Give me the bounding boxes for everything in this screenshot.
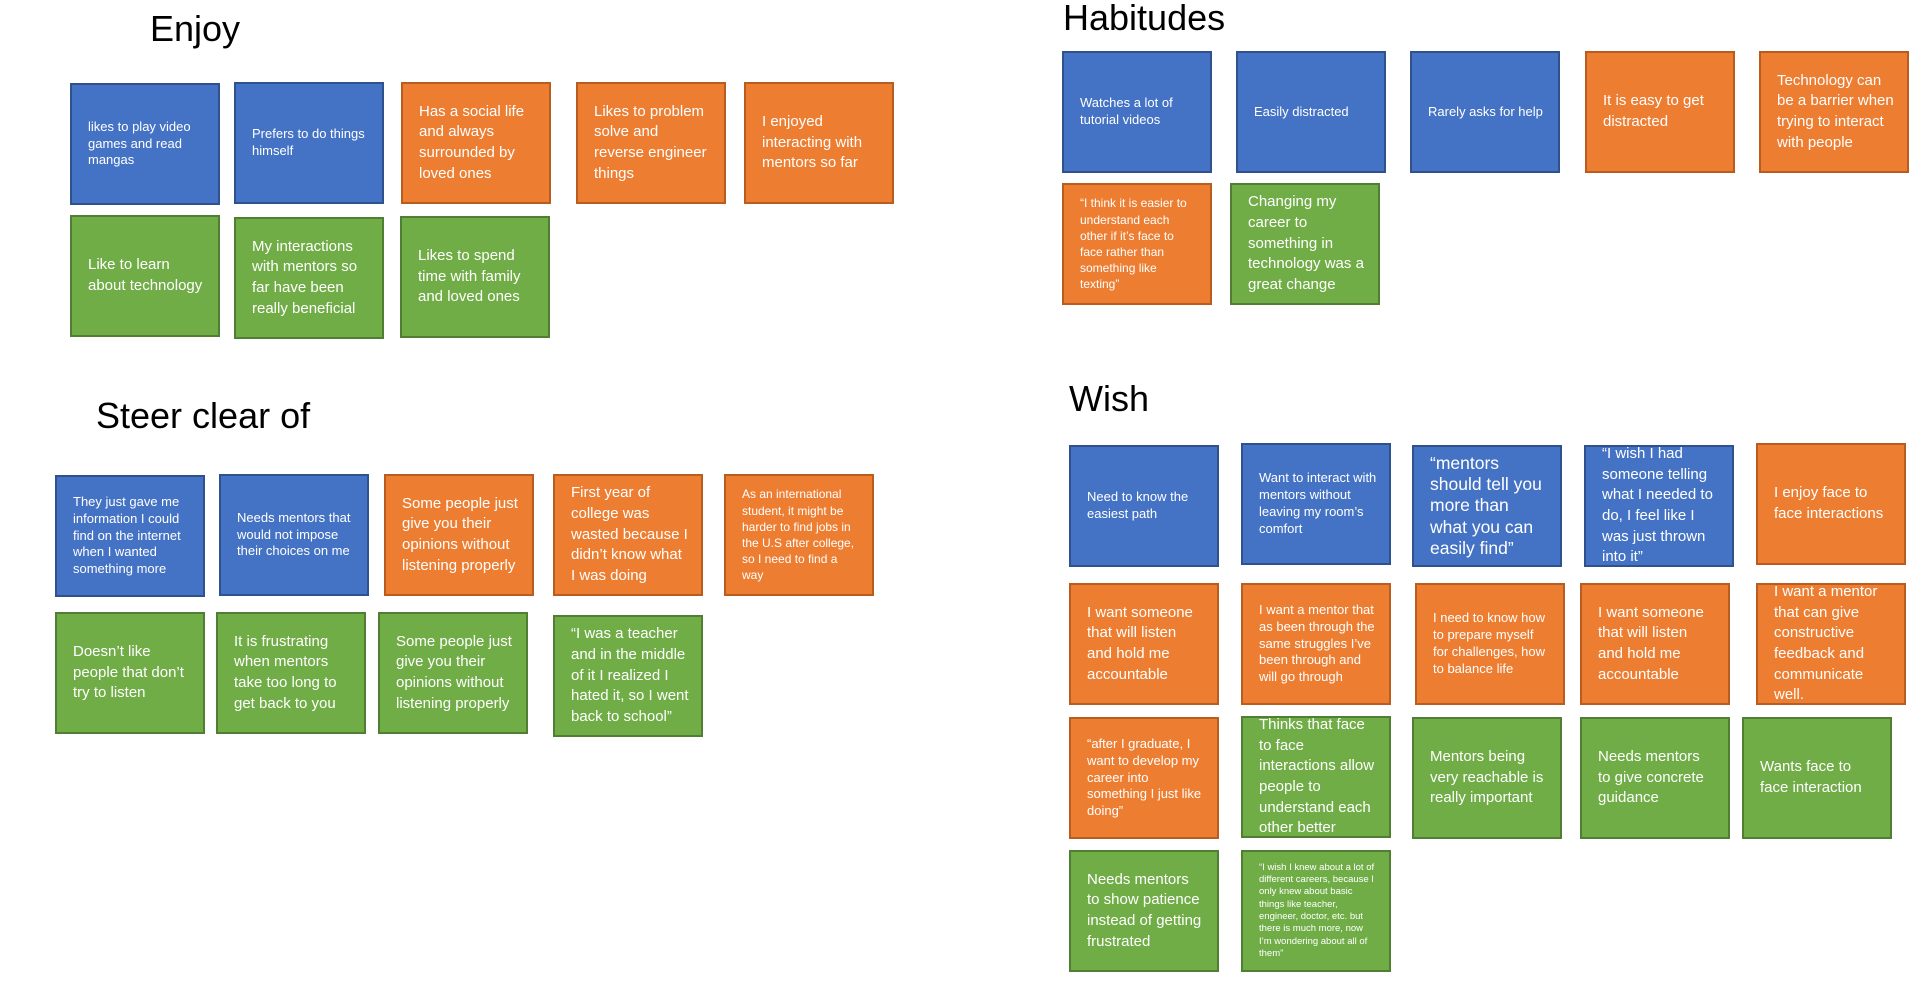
sticky-note[interactable]: Technology can be a barrier when trying …	[1759, 51, 1909, 173]
sticky-note[interactable]: I want a mentor that can give constructi…	[1756, 583, 1906, 705]
section-title-enjoy: Enjoy	[150, 8, 241, 49]
sticky-note[interactable]: My interactions with mentors so far have…	[234, 217, 384, 339]
sticky-note[interactable]: First year of college was wasted because…	[553, 474, 703, 596]
sticky-note[interactable]: Needs mentors to show patience instead o…	[1069, 850, 1219, 972]
sticky-note[interactable]: They just gave me information I could fi…	[55, 475, 205, 597]
sticky-note[interactable]: I want a mentor that as been through the…	[1241, 583, 1391, 705]
sticky-note[interactable]: Watches a lot of tutorial videos	[1062, 51, 1212, 173]
sticky-note[interactable]: likes to play video games and read manga…	[70, 83, 220, 205]
sticky-note[interactable]: Prefers to do things himself	[234, 82, 384, 204]
sticky-note[interactable]: Need to know the easiest path	[1069, 445, 1219, 567]
sticky-note[interactable]: Changing my career to something in techn…	[1230, 183, 1380, 305]
sticky-note[interactable]: “after I graduate, I want to develop my …	[1069, 717, 1219, 839]
section-title-wish: Wish	[1069, 378, 1149, 419]
sticky-note[interactable]: I want someone that will listen and hold…	[1069, 583, 1219, 705]
sticky-note[interactable]: It is easy to get distracted	[1585, 51, 1735, 173]
sticky-note[interactable]: It is frustrating when mentors take too …	[216, 612, 366, 734]
sticky-note[interactable]: “I wish I had someone telling what I nee…	[1584, 445, 1734, 567]
sticky-note[interactable]: I enjoy face to face interactions	[1756, 443, 1906, 565]
sticky-note[interactable]: Want to interact with mentors without le…	[1241, 443, 1391, 565]
sticky-note[interactable]: Has a social life and always surrounded …	[401, 82, 551, 204]
sticky-note[interactable]: “I wish I knew about a lot of different …	[1241, 850, 1391, 972]
sticky-note[interactable]: Rarely asks for help	[1410, 51, 1560, 173]
sticky-note[interactable]: I need to know how to prepare myself for…	[1415, 583, 1565, 705]
sticky-note[interactable]: “I think it is easier to understand each…	[1062, 183, 1212, 305]
section-title-steer-clear: Steer clear of	[96, 395, 311, 436]
sticky-note[interactable]: Mentors being very reachable is really i…	[1412, 717, 1562, 839]
sticky-note[interactable]: Easily distracted	[1236, 51, 1386, 173]
sticky-note[interactable]: Thinks that face to face interactions al…	[1241, 716, 1391, 838]
sticky-note[interactable]: Like to learn about technology	[70, 215, 220, 337]
sticky-note[interactable]: Likes to problem solve and reverse engin…	[576, 82, 726, 204]
sticky-note[interactable]: Needs mentors that would not impose thei…	[219, 474, 369, 596]
sticky-note[interactable]: Needs mentors to give concrete guidance	[1580, 717, 1730, 839]
sticky-note[interactable]: Some people just give you their opinions…	[384, 474, 534, 596]
sticky-note[interactable]: “I was a teacher and in the middle of it…	[553, 615, 703, 737]
sticky-note[interactable]: As an international student, it might be…	[724, 474, 874, 596]
sticky-note[interactable]: I enjoyed interacting with mentors so fa…	[744, 82, 894, 204]
sticky-note[interactable]: Some people just give you their opinions…	[378, 612, 528, 734]
sticky-note[interactable]: I want someone that will listen and hold…	[1580, 583, 1730, 705]
section-title-habitudes: Habitudes	[1063, 0, 1226, 38]
sticky-note[interactable]: “mentors should tell you more than what …	[1412, 445, 1562, 567]
sticky-note[interactable]: Likes to spend time with family and love…	[400, 216, 550, 338]
sticky-note[interactable]: Doesn’t like people that don’t try to li…	[55, 612, 205, 734]
sticky-note[interactable]: Wants face to face interaction	[1742, 717, 1892, 839]
